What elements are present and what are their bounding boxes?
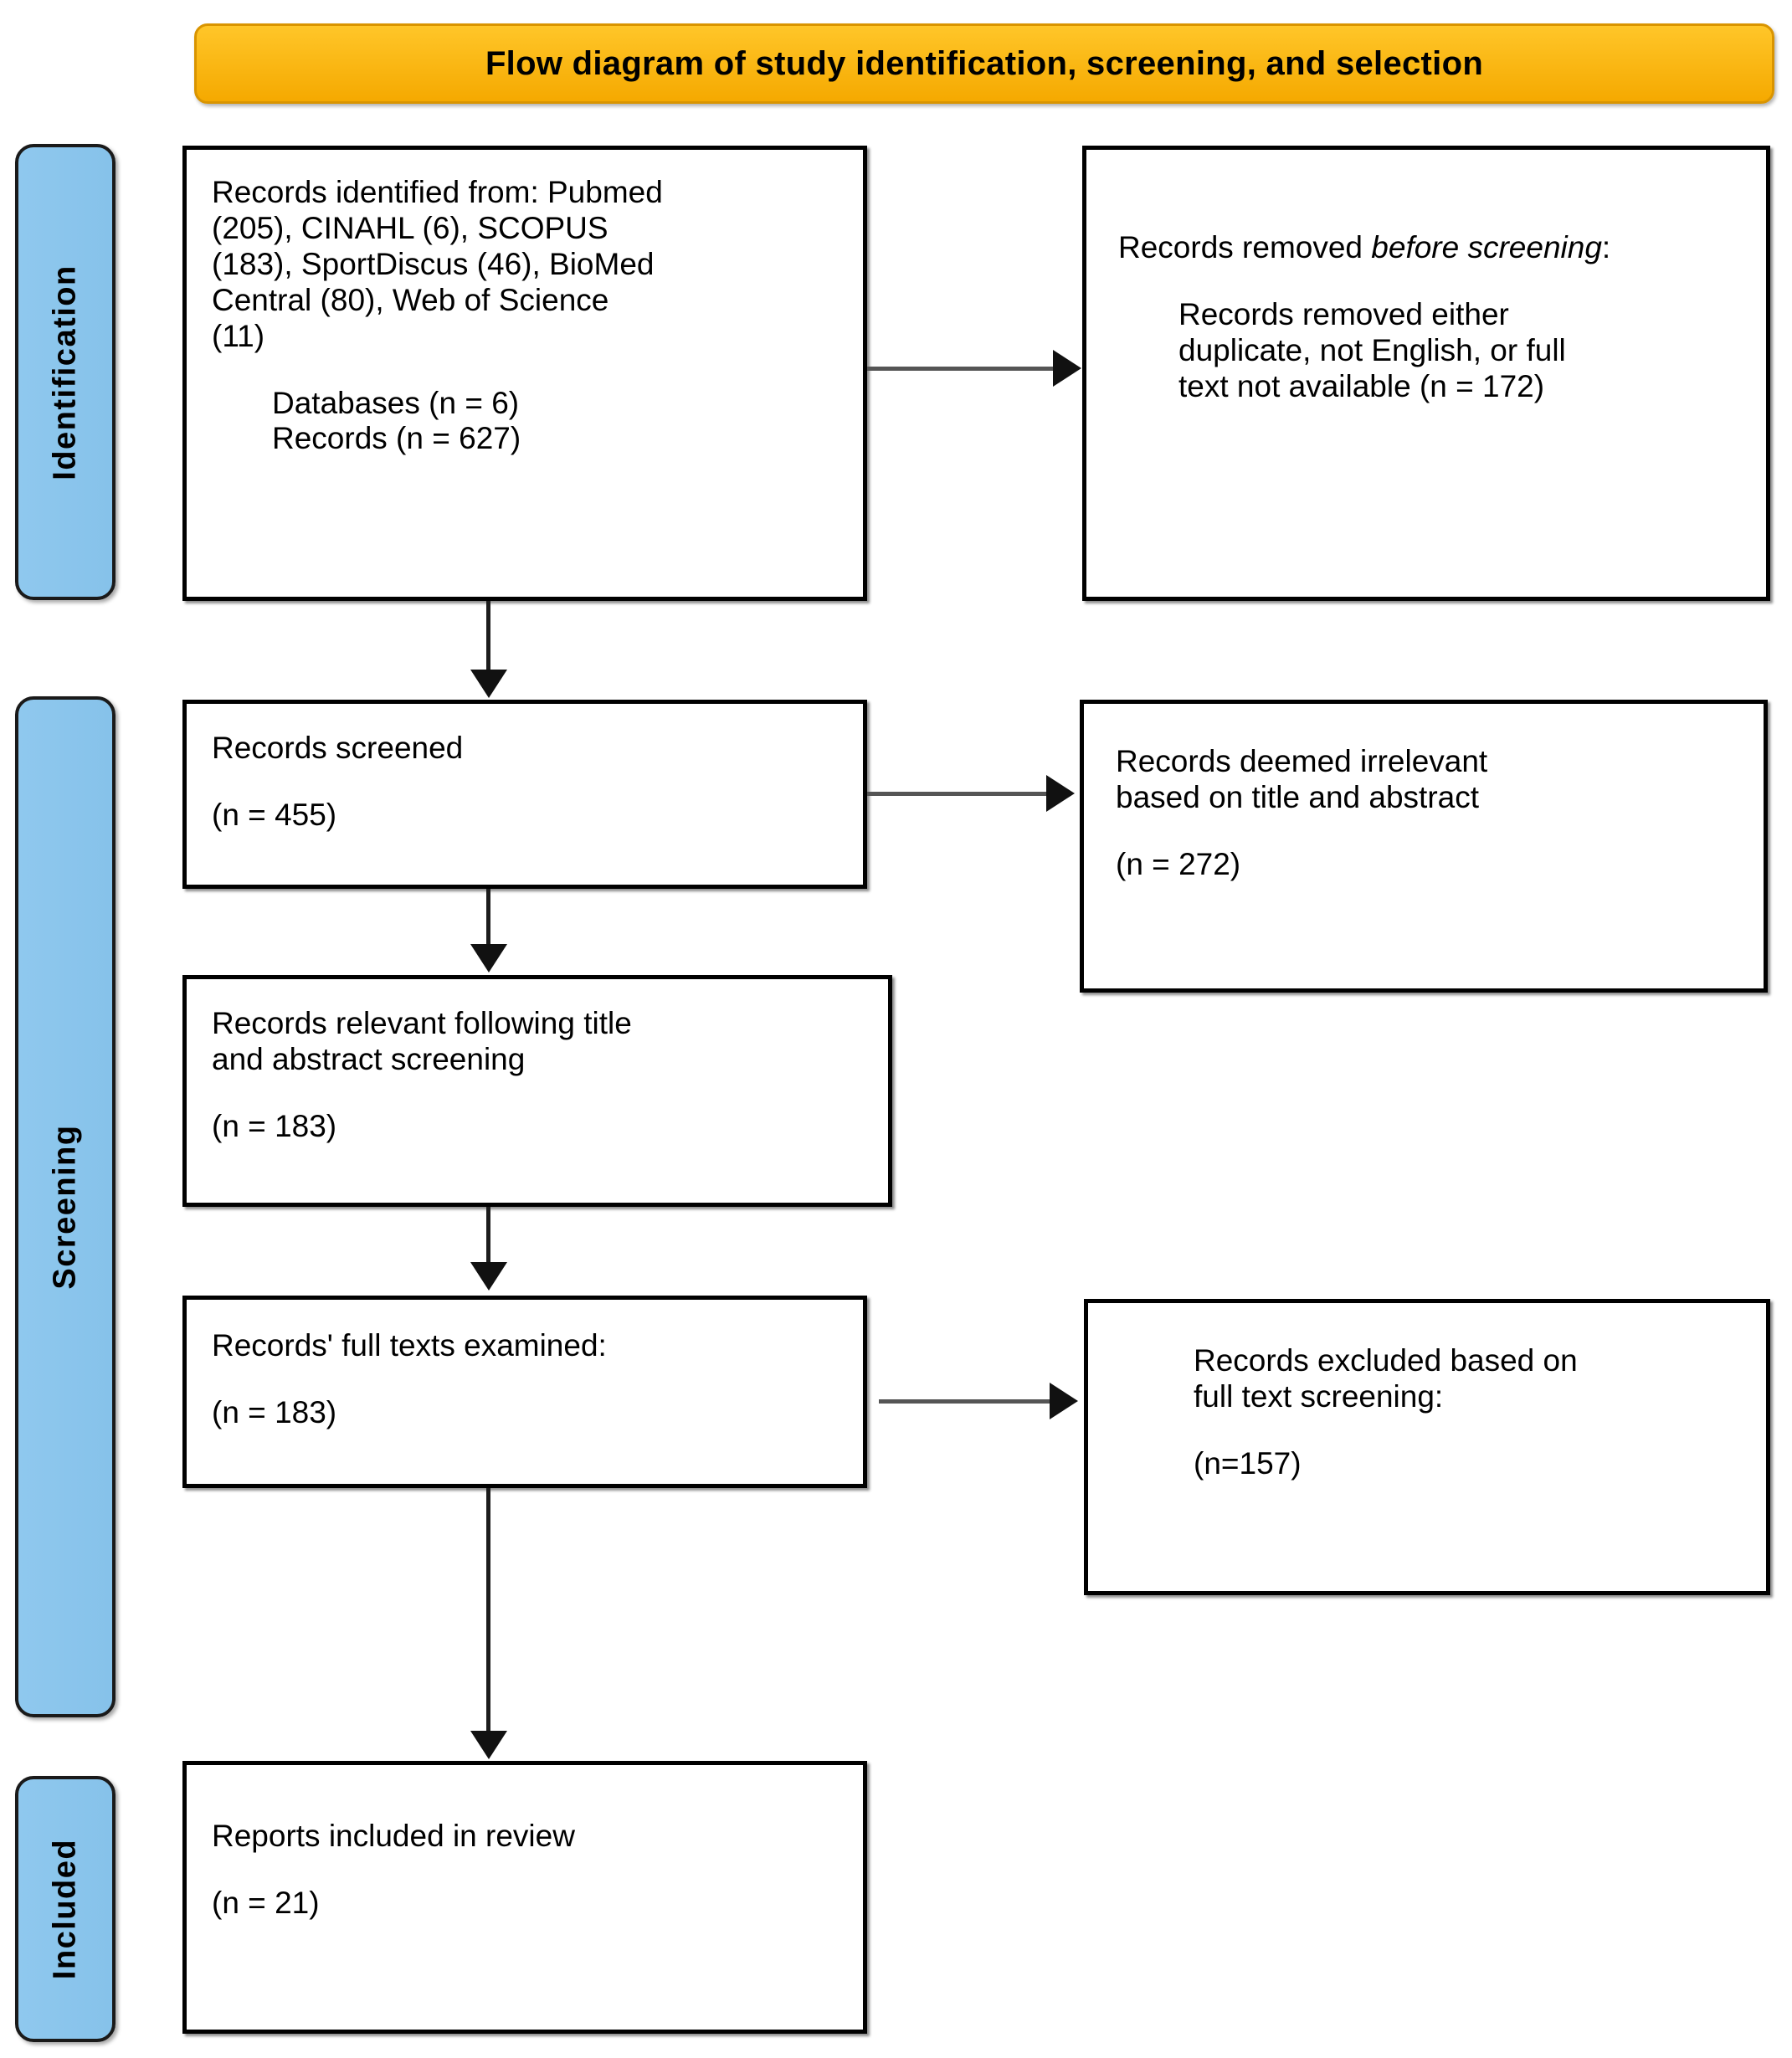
box-records-removed-before-screening: Records removed before screening: Record… <box>1082 146 1770 601</box>
irrelevant-spacer <box>1116 816 1743 847</box>
excluded-count: (n=157) <box>1194 1445 1302 1481</box>
connector-fulltexts-to-excluded <box>879 1399 1053 1404</box>
page-title: Flow diagram of study identification, sc… <box>485 44 1484 82</box>
box-records-removed-text: Records removed before screening: Record… <box>1086 230 1766 405</box>
relevant-spacer <box>212 1078 875 1109</box>
box-fulltexts-examined: Records' full texts examined: (n = 183) <box>182 1296 867 1488</box>
box-records-screened: Records screened (n = 455) <box>182 700 867 889</box>
included-count: (n = 21) <box>212 1885 320 1920</box>
irrelevant-line-2: based on title and abstract <box>1116 779 1480 814</box>
arrowhead-relevant-to-fulltexts <box>470 1262 507 1291</box>
identified-line-4: Central (80), Web of Science <box>212 282 609 317</box>
arrowhead-fulltexts-to-excluded <box>1050 1383 1078 1419</box>
removed-body-1: Records removed either <box>1178 296 1509 331</box>
identified-records-count: Records (n = 627) <box>272 421 521 456</box>
connector-identified-to-removed <box>867 367 1056 371</box>
box-fulltexts-examined-text: Records' full texts examined: (n = 183) <box>187 1328 863 1431</box>
box-reports-included: Reports included in review (n = 21) <box>182 1761 867 2034</box>
included-spacer <box>212 1855 843 1886</box>
irrelevant-count: (n = 272) <box>1116 846 1241 881</box>
irrelevant-line-1: Records deemed irrelevant <box>1116 744 1488 778</box>
excluded-line-1: Records excluded based on <box>1194 1343 1578 1378</box>
box-records-excluded-fulltext-text: Records excluded based on full text scre… <box>1088 1343 1766 1482</box>
removed-heading: Records removed before screening: <box>1118 230 1746 266</box>
box-records-excluded-fulltext: Records excluded based on full text scre… <box>1084 1299 1770 1595</box>
identified-databases-count: Databases (n = 6) <box>272 385 520 420</box>
box-records-relevant: Records relevant following title and abs… <box>182 975 892 1207</box>
connector-identified-to-screened <box>486 601 490 673</box>
box-records-identified-text: Records identified from: Pubmed (205), C… <box>187 175 863 457</box>
connector-screened-to-irrelevant <box>867 792 1050 796</box>
stage-label-screening: Screening <box>47 1124 83 1290</box>
included-label: Reports included in review <box>212 1819 575 1853</box>
removed-body-2: duplicate, not English, or full <box>1178 332 1566 367</box>
fulltexts-label: Records' full texts examined: <box>212 1328 607 1363</box>
removed-spacer <box>1118 266 1746 297</box>
arrowhead-screened-to-relevant <box>470 944 507 973</box>
identified-line-2: (205), CINAHL (6), SCOPUS <box>212 210 608 245</box>
removed-body-3: text not available (n = 172) <box>1178 368 1545 403</box>
relevant-line-1: Records relevant following title <box>212 1006 632 1040</box>
box-reports-included-text: Reports included in review (n = 21) <box>187 1819 863 1922</box>
arrowhead-screened-to-irrelevant <box>1046 775 1075 812</box>
stage-label-included: Included <box>47 1838 83 1980</box>
box-records-irrelevant: Records deemed irrelevant based on title… <box>1080 700 1768 993</box>
identified-line-1: Records identified from: Pubmed <box>212 175 663 209</box>
identified-line-5: (11) <box>212 318 265 353</box>
excluded-spacer <box>1120 1415 1746 1446</box>
box-records-irrelevant-text: Records deemed irrelevant based on title… <box>1084 744 1764 883</box>
stage-bar-screening: Screening <box>15 696 116 1717</box>
arrowhead-fulltexts-to-included <box>470 1731 507 1759</box>
removed-heading-colon: : <box>1601 230 1611 264</box>
connector-screened-to-relevant <box>486 889 490 949</box>
removed-heading-plain: Records removed <box>1118 230 1372 264</box>
stage-bar-identification: Identification <box>15 144 116 600</box>
stage-bar-included: Included <box>15 1776 116 2042</box>
arrowhead-identified-to-removed <box>1053 350 1081 387</box>
screened-label: Records screened <box>212 731 464 765</box>
fulltexts-count: (n = 183) <box>212 1394 337 1429</box>
diagram-title-banner: Flow diagram of study identification, sc… <box>194 23 1774 104</box>
relevant-line-2: and abstract screening <box>212 1041 526 1076</box>
excluded-line-2: full text screening: <box>1194 1378 1444 1414</box>
connector-relevant-to-fulltexts <box>486 1207 490 1267</box>
connector-fulltexts-to-included <box>486 1488 490 1734</box>
fulltexts-spacer <box>212 1364 843 1395</box>
stage-label-identification: Identification <box>47 264 83 480</box>
identified-spacer <box>212 355 843 386</box>
relevant-count: (n = 183) <box>212 1108 337 1143</box>
removed-heading-italic: before screening <box>1371 230 1602 264</box>
box-records-screened-text: Records screened (n = 455) <box>187 731 863 834</box>
arrowhead-identified-to-screened <box>470 670 507 698</box>
screened-count: (n = 455) <box>212 797 337 832</box>
screened-spacer <box>212 767 843 798</box>
box-records-identified: Records identified from: Pubmed (205), C… <box>182 146 867 601</box>
box-records-relevant-text: Records relevant following title and abs… <box>187 1006 888 1145</box>
identified-line-3: (183), SportDiscus (46), BioMed <box>212 246 655 281</box>
